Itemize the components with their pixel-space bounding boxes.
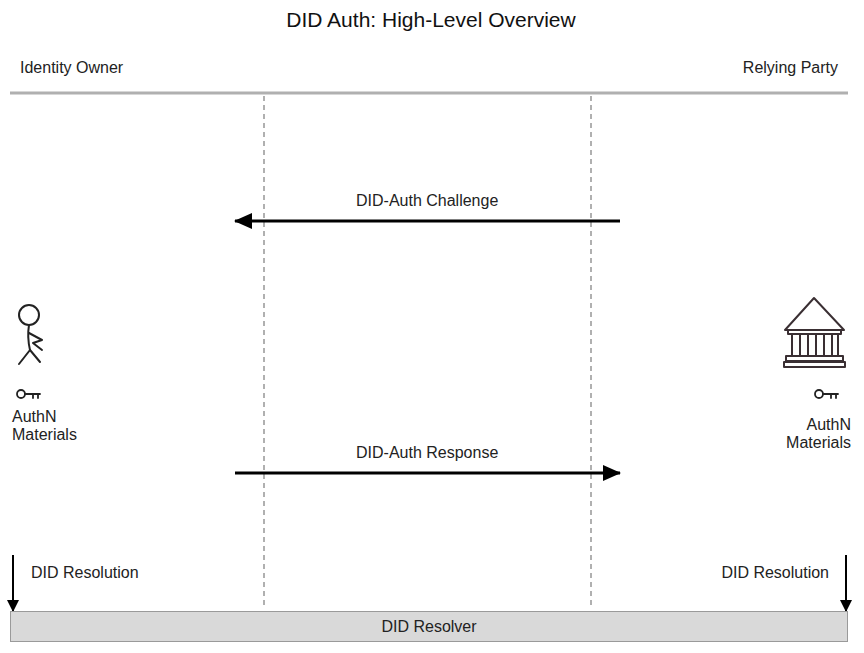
diagram-title: DID Auth: High-Level Overview: [0, 7, 862, 33]
resolver-band: DID Resolver: [10, 611, 848, 642]
lane-divider: [590, 96, 592, 607]
lane: Identity OwnerAuthN Materials: [0, 55, 235, 555]
edge-label: DID Resolution: [31, 564, 139, 582]
key-icon: [17, 390, 40, 398]
flow-arrow: [845, 555, 847, 611]
edge-label: DID-Auth Response: [356, 444, 498, 462]
lane-divider: [263, 96, 265, 607]
actor-name: Relying Party: [743, 59, 838, 77]
edge-label: DID-Auth Challenge: [356, 192, 498, 210]
materials-label: AuthN Materials: [12, 408, 90, 444]
flow-arrow: [235, 220, 620, 223]
header-rule: [10, 92, 848, 95]
building-icon: [784, 298, 845, 367]
actor-name: Identity Owner: [20, 59, 123, 77]
key-icon: [815, 390, 838, 398]
flow-arrow: [235, 472, 620, 475]
person-icon: [19, 305, 42, 364]
band-label: DID Resolver: [11, 618, 847, 636]
lane: Relying PartyAuthN Materials: [620, 55, 864, 555]
materials-label: AuthN Materials: [773, 416, 851, 452]
flow-arrow: [12, 555, 14, 611]
edge-label: DID Resolution: [721, 564, 829, 582]
